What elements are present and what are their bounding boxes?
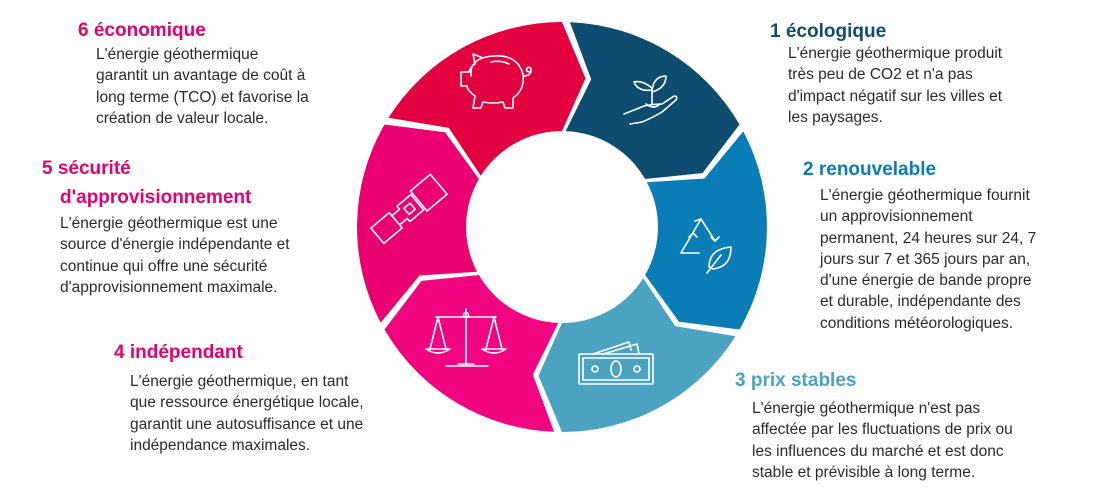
segment-renouvelable [645, 131, 767, 330]
item-independant: 4 indépendant L'énergie géothermique, en… [114, 341, 364, 456]
piggy-bank-icon [460, 53, 532, 109]
segment-prix-stables [538, 278, 736, 432]
balance-scale-icon [425, 308, 507, 367]
heading-independant: 4 indépendant [114, 342, 243, 363]
segment-independant [384, 275, 559, 432]
item-ecologique: 1 écologique L'énergie géothermique prod… [770, 20, 1002, 128]
heading-ecologique: 1 écologique [770, 21, 887, 42]
segment-economique [388, 21, 586, 176]
banknotes-icon [578, 341, 654, 385]
item-prix-stables: 3 prix stables L'énergie géothermique n'… [735, 369, 1013, 483]
heading-renouvelable: 2 renouvelable [803, 159, 937, 180]
heading-securite: 5 sécurité [42, 158, 131, 179]
heading-securite-line2: d'approvisionnement [60, 187, 252, 208]
heading-economique: 6 économique [78, 20, 206, 41]
heading-prix-stables: 3 prix stables [735, 370, 857, 391]
seatbelt-icon [370, 173, 448, 245]
segment-securite [357, 124, 479, 323]
recycle-leaf-icon [680, 218, 732, 274]
plant-in-hand-icon [623, 75, 678, 125]
item-renouvelable: 2 renouvelable L'énergie géothermique fo… [803, 158, 1036, 334]
item-securite: 5 sécurité d'approvisionnement L'énergie… [42, 157, 290, 298]
